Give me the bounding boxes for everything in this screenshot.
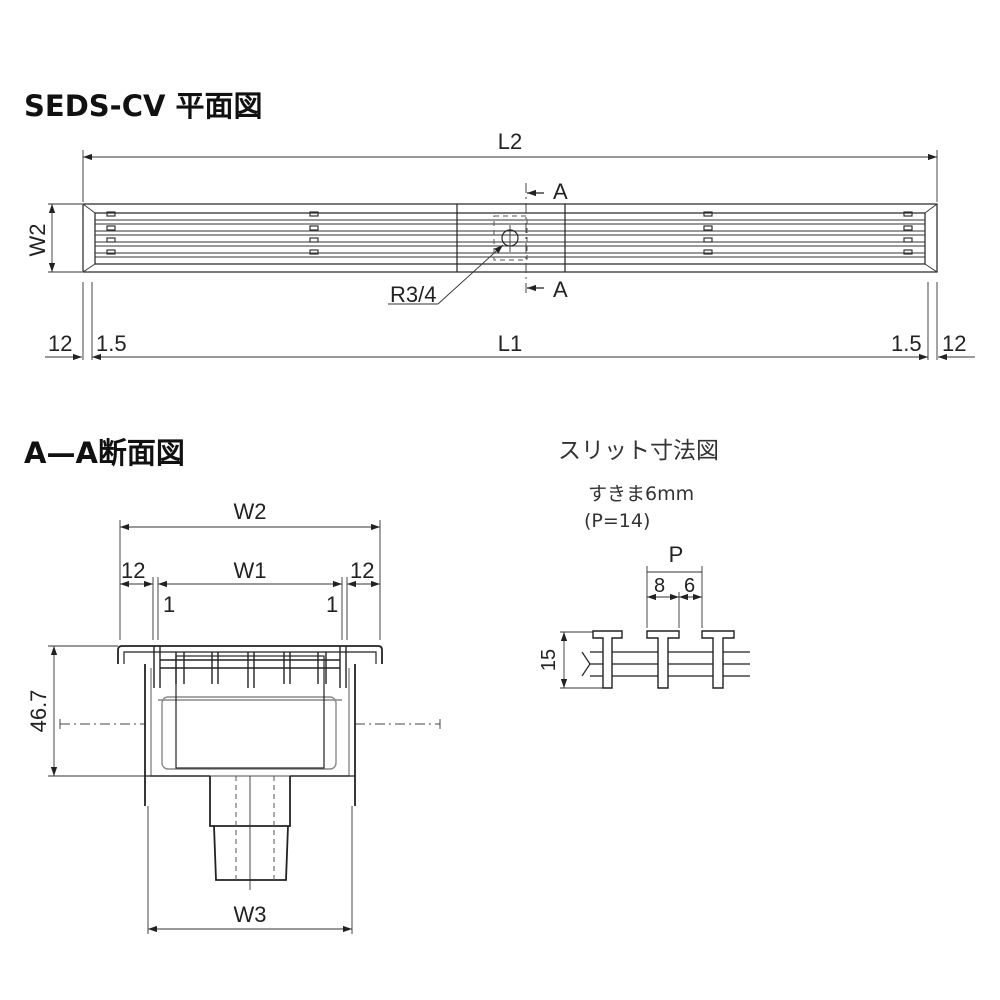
- bevel-br: [924, 263, 938, 273]
- right-1-5-label: 1.5: [891, 331, 922, 356]
- p-label: P: [669, 542, 684, 567]
- section-a-bottom-label: A: [553, 277, 568, 302]
- right-12-label: 12: [942, 331, 966, 356]
- w3-label: W3: [234, 902, 267, 927]
- inner-tray: [161, 696, 337, 770]
- section-title: A—A断面図: [24, 436, 185, 470]
- bar-label: 8: [654, 575, 665, 597]
- plan-inner-frame: [94, 212, 926, 265]
- slit-title: スリット寸法図: [558, 438, 719, 464]
- gap-label: 6: [684, 575, 695, 597]
- grate-bars-section: [153, 646, 347, 688]
- plan-title: SEDS-CV 平面図: [24, 89, 263, 123]
- w2-plan-label: W2: [25, 224, 50, 257]
- l2-label: L2: [498, 129, 522, 154]
- channel-inner: [150, 668, 350, 777]
- plan-outer-frame: [82, 203, 938, 273]
- sec-left-12-label: 12: [121, 558, 145, 583]
- sec-w2-label: W2: [234, 499, 267, 524]
- w1-label: W1: [234, 558, 267, 583]
- l1-label: L1: [498, 331, 522, 356]
- lid-inner: [123, 651, 377, 664]
- lid-outer: [117, 645, 383, 664]
- section-a-top-label: A: [553, 179, 568, 204]
- support-marks: [106, 211, 913, 255]
- trap-box: [175, 655, 325, 769]
- h-label: 46.7: [26, 690, 51, 733]
- slit-detail: スリット寸法図 すきま6mm (P=14) P 8 6 15: [538, 438, 750, 689]
- slit-bar-2: [646, 630, 680, 689]
- sec-right-12-label: 12: [350, 558, 374, 583]
- slit-gap-note: すきま6mm: [588, 483, 694, 505]
- left-1-label: 1: [163, 592, 175, 617]
- r-label: R3/4: [390, 282, 436, 307]
- right-1-label: 1: [326, 592, 338, 617]
- left-12-label: 12: [48, 331, 72, 356]
- slit-pitch-note: (P=14): [584, 510, 650, 532]
- outlet-pipe-thread: [213, 825, 289, 881]
- r-leader: [437, 244, 504, 305]
- outlet-plan: [493, 215, 528, 261]
- slit-bar-3: [701, 630, 735, 689]
- plan-view: SEDS-CV 平面図 L2 W2: [24, 89, 975, 361]
- bevel-tl: [82, 203, 96, 214]
- bevel-tr: [924, 203, 938, 214]
- rod-break: [581, 651, 591, 677]
- section-view: A—A断面図 W2 12 W1 12 1 1 46.7: [24, 436, 441, 934]
- depth-label: 15: [538, 649, 560, 671]
- left-1-5-label: 1.5: [96, 331, 127, 356]
- slit-bar-1: [592, 630, 623, 689]
- bevel-bl: [82, 263, 96, 273]
